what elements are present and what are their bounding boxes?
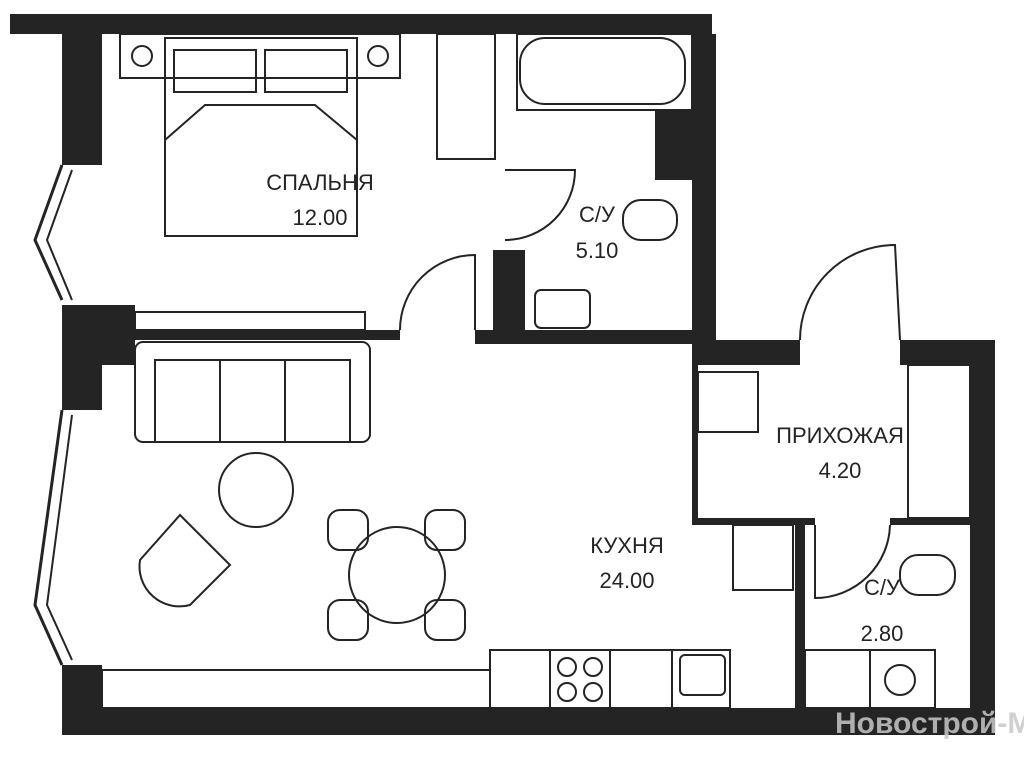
furniture: [119, 33, 971, 709]
bedroom-name: СПАЛЬНЯ: [266, 170, 374, 195]
bedroom-area: 12.00: [292, 205, 347, 230]
wc-area: 2.80: [861, 621, 904, 646]
watermark: Новострой-М: [835, 707, 1024, 740]
bathroom-area: 5.10: [576, 238, 619, 263]
windows: [33, 164, 491, 709]
doors: [399, 169, 901, 600]
bathroom-name: С/У: [579, 202, 616, 227]
walls: [10, 14, 995, 735]
kitchen-area: 24.00: [599, 568, 654, 593]
wc-name: С/У: [864, 575, 901, 600]
hallway-area: 4.20: [819, 458, 862, 483]
kitchen-name: КУХНЯ: [590, 533, 664, 558]
room-labels: СПАЛЬНЯ 12.00 С/У 5.10 ПРИХОЖАЯ 4.20 КУХ…: [266, 170, 904, 646]
hallway-name: ПРИХОЖАЯ: [776, 423, 904, 448]
